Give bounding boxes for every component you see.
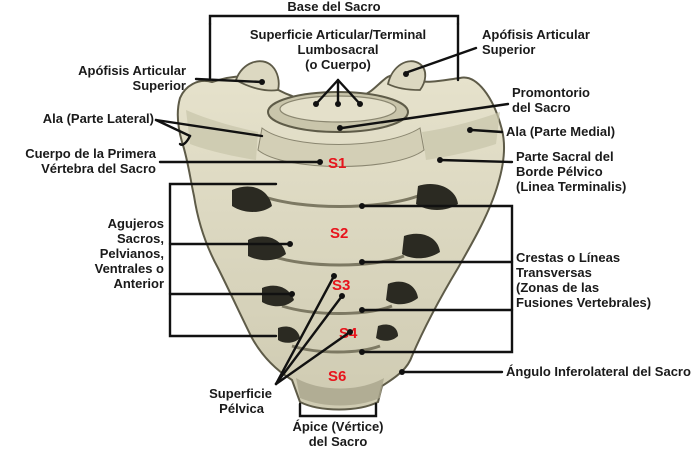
label-promontorio-2: del Sacro [512, 100, 571, 115]
label-agujeros-3: Pelvianos, [100, 246, 164, 261]
superior-articular-process-left [234, 60, 280, 92]
label-apofisis-left-1: Apófisis Articular [78, 63, 186, 78]
label-superficie-pelvica-1: Superficie [209, 386, 272, 401]
label-parte-sacral-2: Borde Pélvico [516, 164, 603, 179]
label-parte-sacral-1: Parte Sacral del [516, 149, 614, 164]
label-superficie-pelvica-2: Pélvica [219, 401, 265, 416]
label-apice-2: del Sacro [309, 434, 368, 449]
label-agujeros-4: Ventrales o [95, 261, 164, 276]
sacrum-bone [176, 60, 506, 411]
segment-label-s3: S3 [332, 277, 350, 294]
label-crestas-4: Fusiones Vertebrales) [516, 295, 651, 310]
label-base-del-sacro: Base del Sacro [287, 0, 380, 14]
label-apice-1: Ápice (Vértice) [292, 419, 383, 434]
label-angulo-inferolateral: Ángulo Inferolateral del Sacro [506, 364, 691, 379]
label-superficie-articular-3: (o Cuerpo) [305, 57, 371, 72]
text-labels: Base del Sacro Superficie Articular/Term… [25, 0, 691, 449]
segment-label-s2: S2 [330, 225, 348, 242]
leader-lines [154, 14, 514, 418]
label-ala-medial: Ala (Parte Medial) [506, 124, 615, 139]
label-promontorio-1: Promontorio [512, 85, 590, 100]
label-superficie-articular-1: Superficie Articular/Terminal [250, 27, 426, 42]
segment-label-s6: S6 [328, 368, 346, 385]
label-cuerpo-2: Vértebra del Sacro [41, 161, 156, 176]
segment-label-s1: S1 [328, 155, 346, 172]
label-superficie-articular-2: Lumbosacral [298, 42, 379, 57]
label-apofisis-right-1: Apófisis Articular [482, 27, 590, 42]
label-agujeros-5: Anterior [113, 276, 164, 291]
label-crestas-3: (Zonas de las [516, 280, 599, 295]
label-apofisis-left-2: Superior [133, 78, 186, 93]
label-agujeros-2: Sacros, [117, 231, 164, 246]
label-agujeros-1: Agujeros [108, 216, 164, 231]
label-crestas-1: Crestas o Líneas [516, 250, 620, 265]
label-ala-lateral: Ala (Parte Lateral) [43, 111, 154, 126]
label-crestas-2: Transversas [516, 265, 592, 280]
label-apofisis-right-2: Superior [482, 42, 535, 57]
label-parte-sacral-3: (Linea Terminalis) [516, 179, 626, 194]
label-cuerpo-1: Cuerpo de la Primera [25, 146, 157, 161]
